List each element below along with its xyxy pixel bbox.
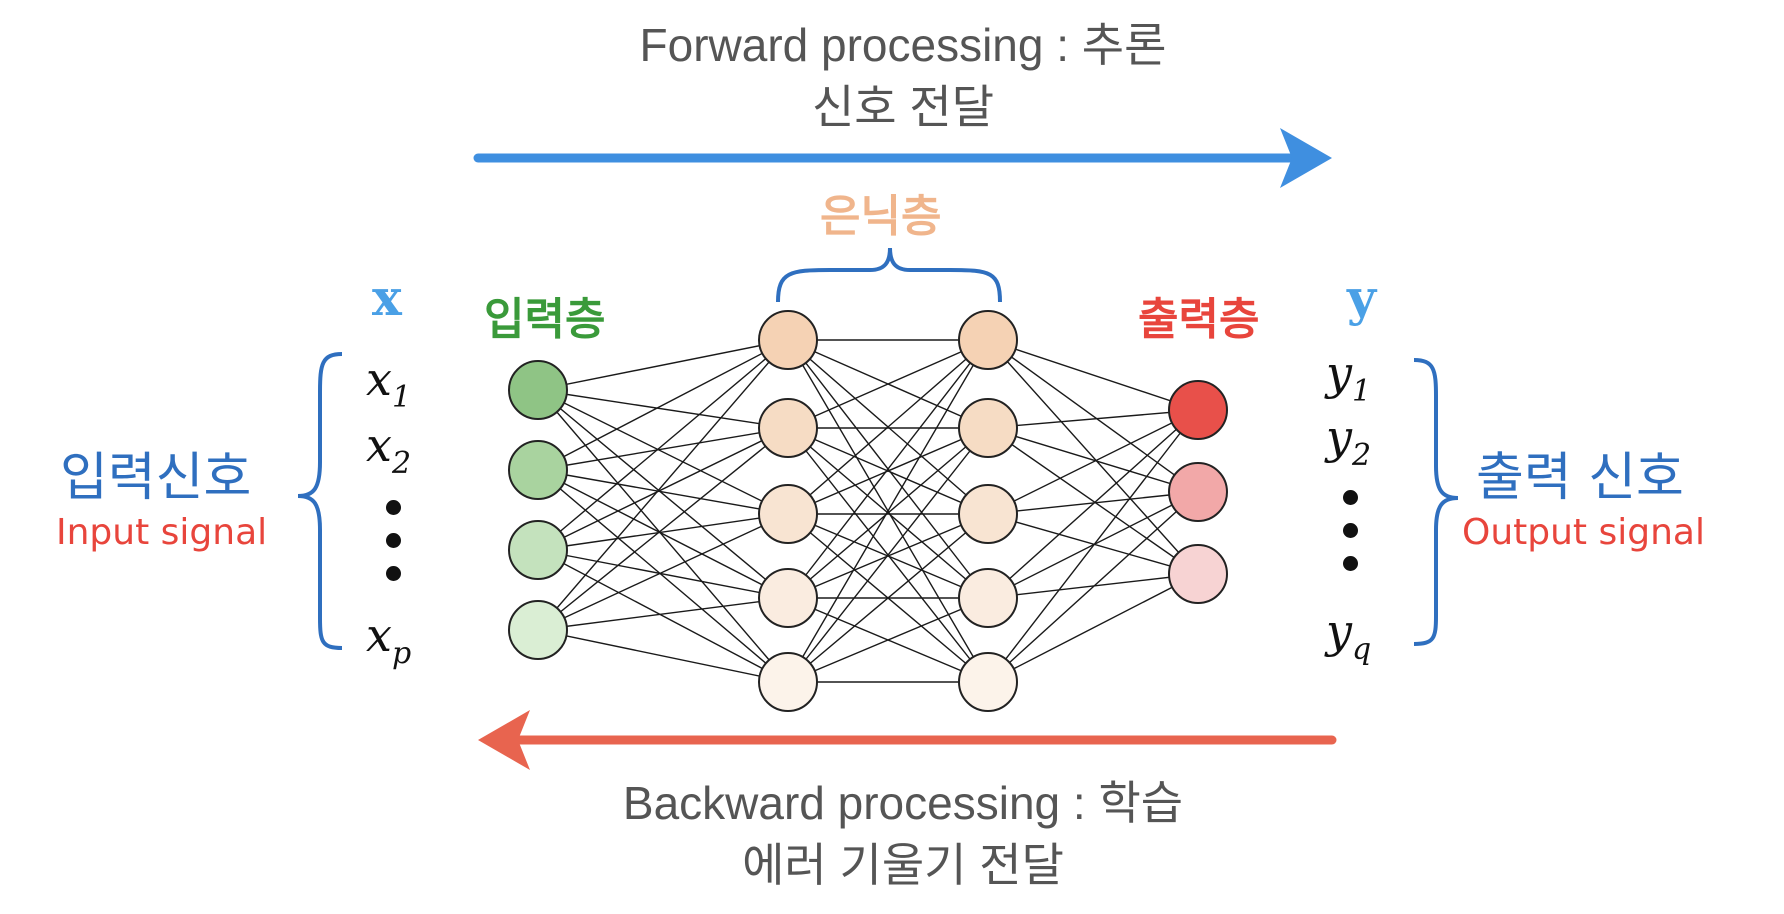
hidden-layer-brace	[776, 247, 1002, 303]
network-edge	[537, 339, 789, 471]
input-signal-en: Input signal	[56, 512, 268, 553]
backward-arrow	[478, 710, 1337, 770]
network-edge	[537, 339, 789, 551]
network-edge	[537, 389, 789, 683]
forward-caption-line1: Forward processing : 추론	[639, 19, 1167, 71]
input-node	[508, 600, 568, 660]
hidden-layer-label: 은닉층	[820, 191, 942, 242]
network-edge	[787, 339, 989, 599]
network-edge	[987, 409, 1199, 515]
network-edge	[987, 427, 1199, 493]
y-ellipsis-dot	[1343, 556, 1358, 571]
network-edge	[537, 389, 789, 599]
network-edge	[987, 409, 1199, 429]
network-edge	[537, 339, 789, 391]
network-edge	[987, 573, 1199, 599]
network-nodes	[508, 310, 1228, 712]
output-signal-brace	[1413, 358, 1459, 646]
network-edge	[537, 597, 789, 631]
network-edge	[537, 629, 789, 683]
network-edge	[537, 427, 789, 551]
backward-caption-line2: 에러 기울기 전달	[742, 839, 1064, 891]
hidden-node	[758, 398, 818, 458]
network-edge	[987, 409, 1199, 683]
network-edge	[787, 339, 989, 515]
x-item-2: x2	[366, 418, 412, 481]
y-item-2: y2	[1326, 410, 1372, 473]
network-edge	[787, 513, 989, 683]
backward-caption-line1: Backward processing : 학습	[622, 777, 1184, 829]
network-edge	[987, 339, 1199, 411]
network-edge	[537, 469, 789, 599]
output-node	[1168, 380, 1228, 440]
hidden-node	[758, 310, 818, 370]
network-edge	[537, 513, 789, 631]
network-edge	[987, 339, 1199, 493]
x-ellipsis-dot	[386, 500, 401, 515]
y-ellipsis-dot	[1343, 490, 1358, 505]
hidden-node	[758, 484, 818, 544]
x-ellipsis-dot	[386, 533, 401, 548]
x-vector-label: x	[372, 268, 402, 327]
hidden-node	[758, 652, 818, 712]
network-edge	[987, 491, 1199, 515]
hidden-node	[758, 568, 818, 628]
y-item-1: y1	[1326, 346, 1372, 409]
network-edges	[537, 339, 1199, 683]
input-signal-brace	[297, 352, 343, 650]
input-layer-label: 입력층	[484, 294, 606, 345]
network-edge	[787, 597, 989, 683]
x-item-1: x1	[366, 352, 412, 415]
network-edge	[987, 339, 1199, 575]
network-edge	[787, 427, 989, 515]
y-ellipsis-dot	[1343, 523, 1358, 538]
x-item-p: xp	[366, 608, 412, 671]
network-edge	[537, 469, 789, 515]
network-edge	[537, 469, 789, 683]
hidden-node	[958, 310, 1018, 370]
output-node	[1168, 462, 1228, 522]
network-edge	[787, 339, 989, 429]
network-edge	[787, 339, 989, 683]
network-edge	[537, 389, 789, 429]
network-edge	[537, 427, 789, 471]
output-layer-label: 출력층	[1138, 294, 1260, 345]
network-edge	[987, 427, 1199, 575]
output-node	[1168, 544, 1228, 604]
network-edge	[537, 339, 789, 631]
y-vector-label: y	[1347, 268, 1377, 327]
input-node	[508, 360, 568, 420]
network-edge	[987, 573, 1199, 683]
network-edge	[987, 409, 1199, 599]
network-edge	[537, 513, 789, 551]
input-signal-ko: 입력신호	[60, 448, 252, 508]
network-edge	[537, 549, 789, 683]
hidden-node	[958, 568, 1018, 628]
hidden-node	[958, 398, 1018, 458]
input-node	[508, 520, 568, 580]
output-signal-en: Output signal	[1462, 512, 1705, 553]
network-edge	[987, 491, 1199, 683]
input-node	[508, 440, 568, 500]
backward-caption: Backward processing : 학습 에러 기울기 전달	[403, 772, 1403, 896]
hidden-node	[958, 484, 1018, 544]
forward-caption: Forward processing : 추론 신호 전달	[403, 14, 1403, 138]
forward-arrow	[473, 128, 1332, 188]
network-edge	[537, 389, 789, 515]
network-edge	[537, 549, 789, 599]
y-item-q: yq	[1326, 604, 1372, 667]
forward-caption-line2: 신호 전달	[811, 81, 995, 133]
network-edge	[987, 513, 1199, 575]
network-edge	[787, 427, 989, 599]
output-signal-ko: 출력 신호	[1476, 448, 1684, 508]
hidden-node	[958, 652, 1018, 712]
network-edge	[537, 427, 789, 631]
network-edge	[787, 427, 989, 683]
x-ellipsis-dot	[386, 566, 401, 581]
